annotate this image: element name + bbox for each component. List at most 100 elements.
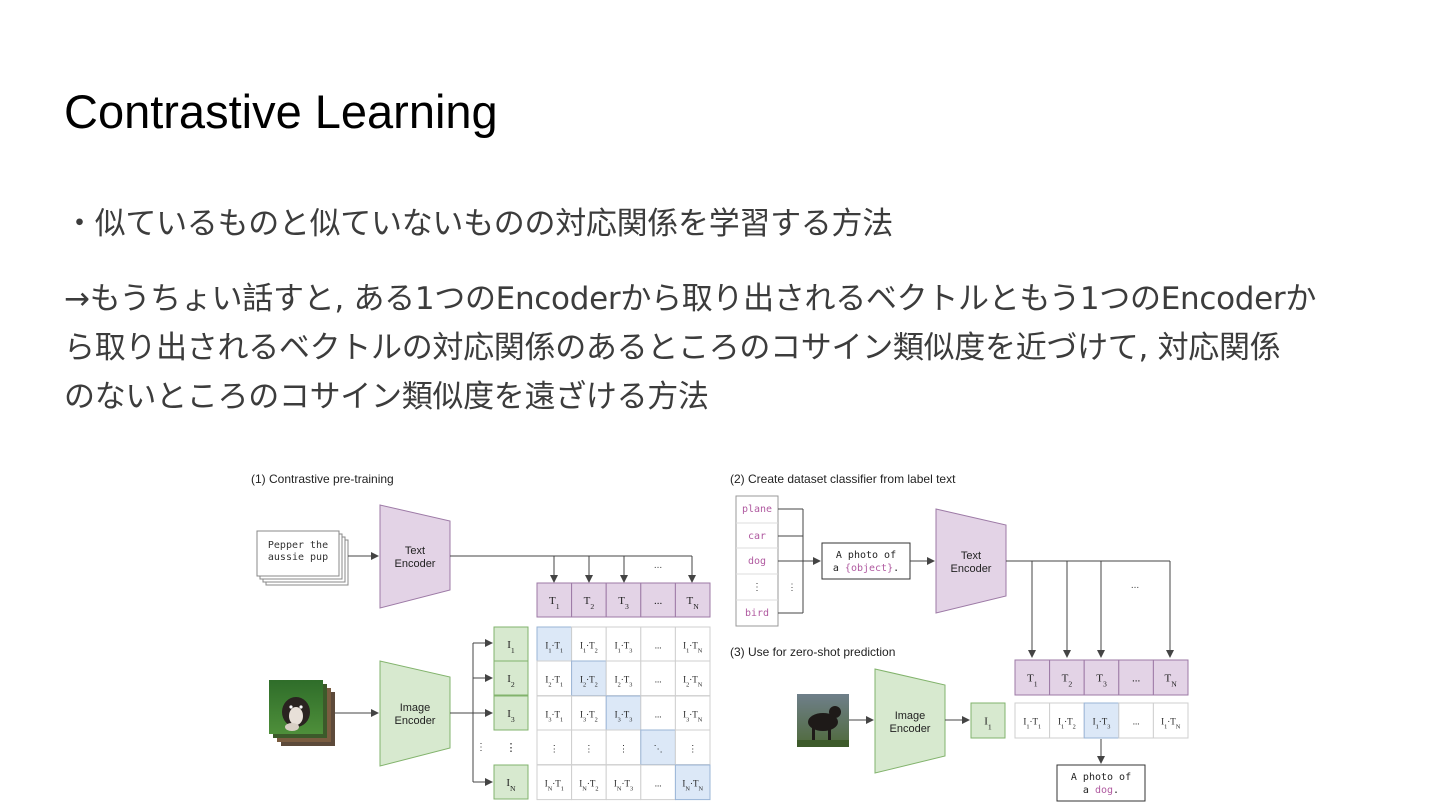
svg-text:TN: TN — [687, 595, 700, 611]
similarity-cell: ... — [640, 695, 676, 732]
similarity-cell: I1·TN — [674, 626, 711, 663]
image-encoder-label-1: Image — [400, 702, 431, 714]
svg-text:I2·T1: I2·T1 — [545, 674, 563, 688]
text-feature-cell: ... — [640, 582, 676, 618]
svg-text:⋮: ⋮ — [584, 743, 593, 753]
svg-text:I1·T3: I1·T3 — [615, 640, 633, 654]
svg-text:I2·T2: I2·T2 — [580, 674, 598, 688]
similarity-cell: I1·T1 — [536, 626, 573, 663]
text-fanout-dots: ... — [654, 560, 662, 571]
template-line-2: a {object}. — [833, 563, 899, 574]
text-encoder-label-2: Encoder — [395, 558, 436, 570]
similarity-cell: I3·T2 — [571, 695, 607, 732]
svg-text:...: ... — [655, 778, 662, 788]
classifier-text-encoder-label-1: Text — [961, 550, 981, 562]
zeroshot-image-encoder-label-1: Image — [895, 710, 926, 722]
similarity-cell: ⋮ — [536, 729, 573, 766]
image-feature-cell: I2 — [493, 660, 529, 696]
svg-text:I1·T2: I1·T2 — [580, 640, 598, 654]
similarity-cell: ⋮ — [571, 729, 607, 766]
svg-text:I3: I3 — [507, 708, 515, 724]
zeroshot-similarity-cell: ... — [1118, 702, 1154, 739]
svg-text:I1·T1: I1·T1 — [545, 640, 563, 654]
svg-text:T1: T1 — [549, 595, 560, 611]
svg-text:I1: I1 — [984, 716, 992, 732]
dog-image-stack — [269, 680, 335, 746]
text-encoder-shape — [379, 504, 451, 609]
text-encoder-label-1: Text — [405, 545, 425, 557]
explanation-line-3: のないところのコサイン類似度を遠ざける方法 — [64, 379, 709, 415]
image-fanout-dots: ⋮ — [476, 742, 486, 753]
similarity-cell: IN·T2 — [571, 764, 607, 801]
slide-title: Contrastive Learning — [64, 85, 498, 138]
svg-text:⋮: ⋮ — [550, 743, 559, 753]
similarity-cell: IN·T3 — [605, 764, 642, 801]
bullet-definition: ・似ているものと似ていないものの対応関係を学習する方法 — [64, 206, 893, 242]
svg-text:⋮: ⋮ — [752, 582, 762, 593]
svg-text:...: ... — [655, 640, 662, 650]
svg-text:IN·T3: IN·T3 — [614, 778, 633, 792]
caption-line-2: aussie pup — [268, 552, 328, 563]
svg-text:plane: plane — [742, 504, 772, 515]
prediction-line-2: a dog. — [1083, 785, 1119, 796]
text-feature-cell: T2 — [571, 582, 607, 618]
similarity-cell: I2·T2 — [571, 660, 607, 697]
svg-text:bird: bird — [745, 608, 769, 619]
svg-text:I1·TN: I1·TN — [683, 640, 703, 654]
explanation-line-1: →もうちょい話すと, ある1つのEncoderから取り出されるベクトルともう1つ… — [64, 281, 1317, 317]
zeroshot-image-encoder-label-2: Encoder — [890, 723, 931, 735]
label-list-box — [735, 495, 779, 627]
similarity-cell: I1·T2 — [571, 626, 607, 663]
svg-text:⋮: ⋮ — [688, 743, 697, 753]
similarity-cell: I3·TN — [674, 695, 711, 732]
svg-text:I3·TN: I3·TN — [683, 709, 703, 723]
svg-text:IN: IN — [506, 777, 516, 793]
similarity-cell: ... — [640, 764, 676, 801]
svg-text:I1: I1 — [507, 639, 515, 655]
svg-text:T3: T3 — [618, 595, 629, 611]
zeroshot-image-feature-cell: I1 — [970, 702, 1006, 739]
similarity-cell: I3·T1 — [536, 695, 573, 732]
class-label-item: car — [736, 522, 778, 542]
similarity-cell: ⋮ — [674, 729, 711, 766]
text-feature-cell: TN — [674, 582, 711, 618]
zeroshot-similarity-cell: I1·T2 — [1049, 702, 1085, 739]
svg-text:...: ... — [655, 674, 662, 684]
class-label-item: plane — [742, 504, 772, 515]
similarity-cell: I2·TN — [674, 660, 711, 697]
prediction-line-1: A photo of — [1071, 772, 1131, 783]
svg-text:⋮: ⋮ — [506, 742, 517, 754]
svg-text:I3·T3: I3·T3 — [615, 709, 633, 723]
image-feature-cell: I3 — [493, 695, 529, 731]
similarity-cell: I2·T3 — [605, 660, 642, 697]
similarity-cell: ⋮ — [605, 729, 642, 766]
svg-text:TN: TN — [1165, 673, 1178, 689]
image-feature-cell: I1 — [493, 626, 529, 662]
similarity-cell: IN·TN — [674, 764, 711, 801]
svg-text:I2·T3: I2·T3 — [615, 674, 633, 688]
zeroshot-dog-photo — [797, 694, 849, 747]
svg-text:...: ... — [1132, 673, 1141, 685]
class-label-item: ⋮ — [736, 573, 778, 593]
classifier-text-feature-cell: ... — [1118, 659, 1154, 696]
classifier-text-feature-cell: T3 — [1083, 659, 1120, 696]
svg-text:I1·TN: I1·TN — [1161, 717, 1181, 731]
caption-card-stack: Pepper the aussie pup — [256, 530, 349, 586]
svg-text:T2: T2 — [584, 595, 595, 611]
zeroshot-image-encoder-shape — [874, 668, 946, 774]
classifier-text-feature-cell: T1 — [1014, 659, 1051, 696]
svg-text:car: car — [748, 531, 766, 542]
svg-text:T2: T2 — [1062, 673, 1073, 689]
class-label-item: dog — [736, 547, 778, 567]
similarity-cell: ⋱ — [640, 729, 676, 766]
caption-line-1: Pepper the — [268, 540, 328, 551]
text-feature-cell: T1 — [536, 582, 573, 618]
svg-text:IN·T2: IN·T2 — [579, 778, 598, 792]
pretraining-section-label: (1) Contrastive pre-training — [251, 472, 394, 486]
svg-text:dog: dog — [748, 556, 766, 567]
class-label-item: bird — [736, 599, 778, 619]
template-box — [821, 542, 911, 580]
zeroshot-similarity-cell: I1·TN — [1152, 702, 1189, 739]
label-list-side-dots: ⋮ — [788, 582, 797, 592]
